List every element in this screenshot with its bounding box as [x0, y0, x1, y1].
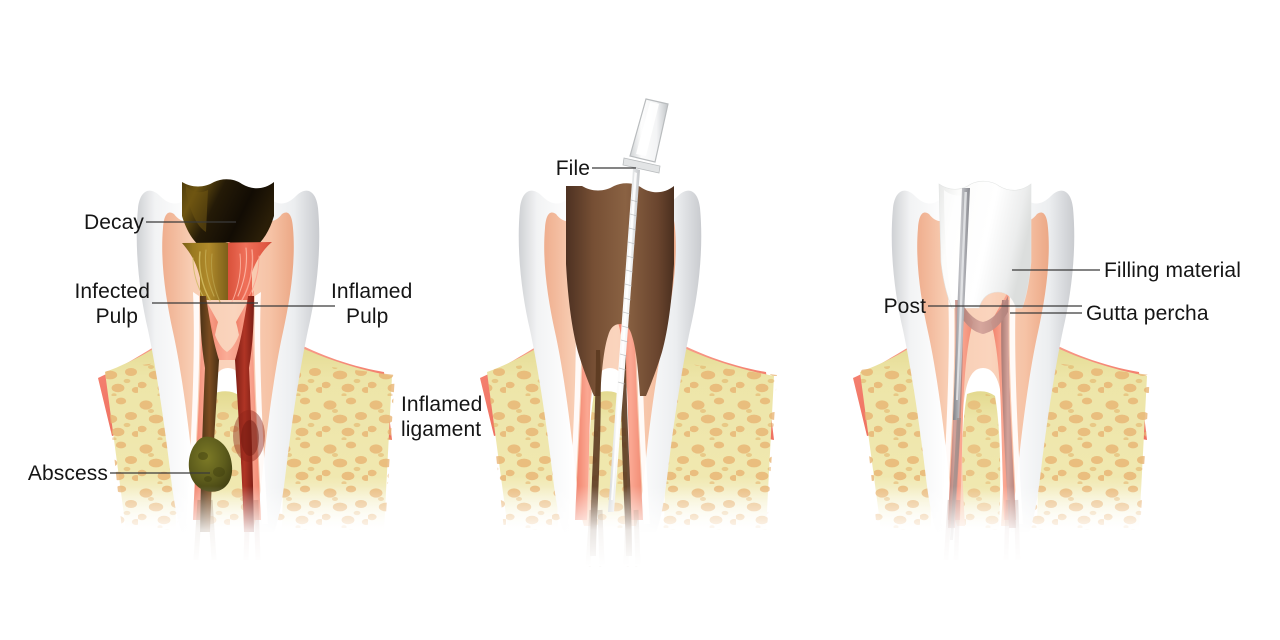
label-decay: Decay [83, 211, 144, 234]
label-post: Post [883, 295, 926, 318]
panel-restored-tooth [845, 180, 1165, 566]
abscess-region [188, 436, 233, 492]
label-inflamed-ligament-line2: ligament [401, 418, 482, 441]
inflamed-canal-right [235, 296, 254, 532]
panel-file-cleaning [472, 98, 792, 567]
label-abscess: Abscess [27, 462, 108, 485]
leader-lines [110, 167, 1100, 474]
label-inflamed-pulp-line2: Pulp [346, 305, 389, 328]
cleaned-pulp-chamber [566, 183, 674, 396]
label-inflamed-pulp-line1: Inflamed [331, 280, 413, 303]
gutta-percha-right [1001, 300, 1016, 528]
label-file: File [555, 157, 590, 180]
label-filling-material: Filling material [1104, 259, 1241, 282]
label-infected-pulp-line1: Infected [74, 280, 150, 303]
label-inflamed-ligament-line1: Inflamed [401, 393, 483, 416]
panel-infected-tooth [90, 179, 410, 566]
label-infected-pulp-line2: Pulp [95, 305, 138, 328]
label-gutta-percha: Gutta percha [1086, 302, 1209, 325]
endodontic-file [608, 98, 669, 512]
